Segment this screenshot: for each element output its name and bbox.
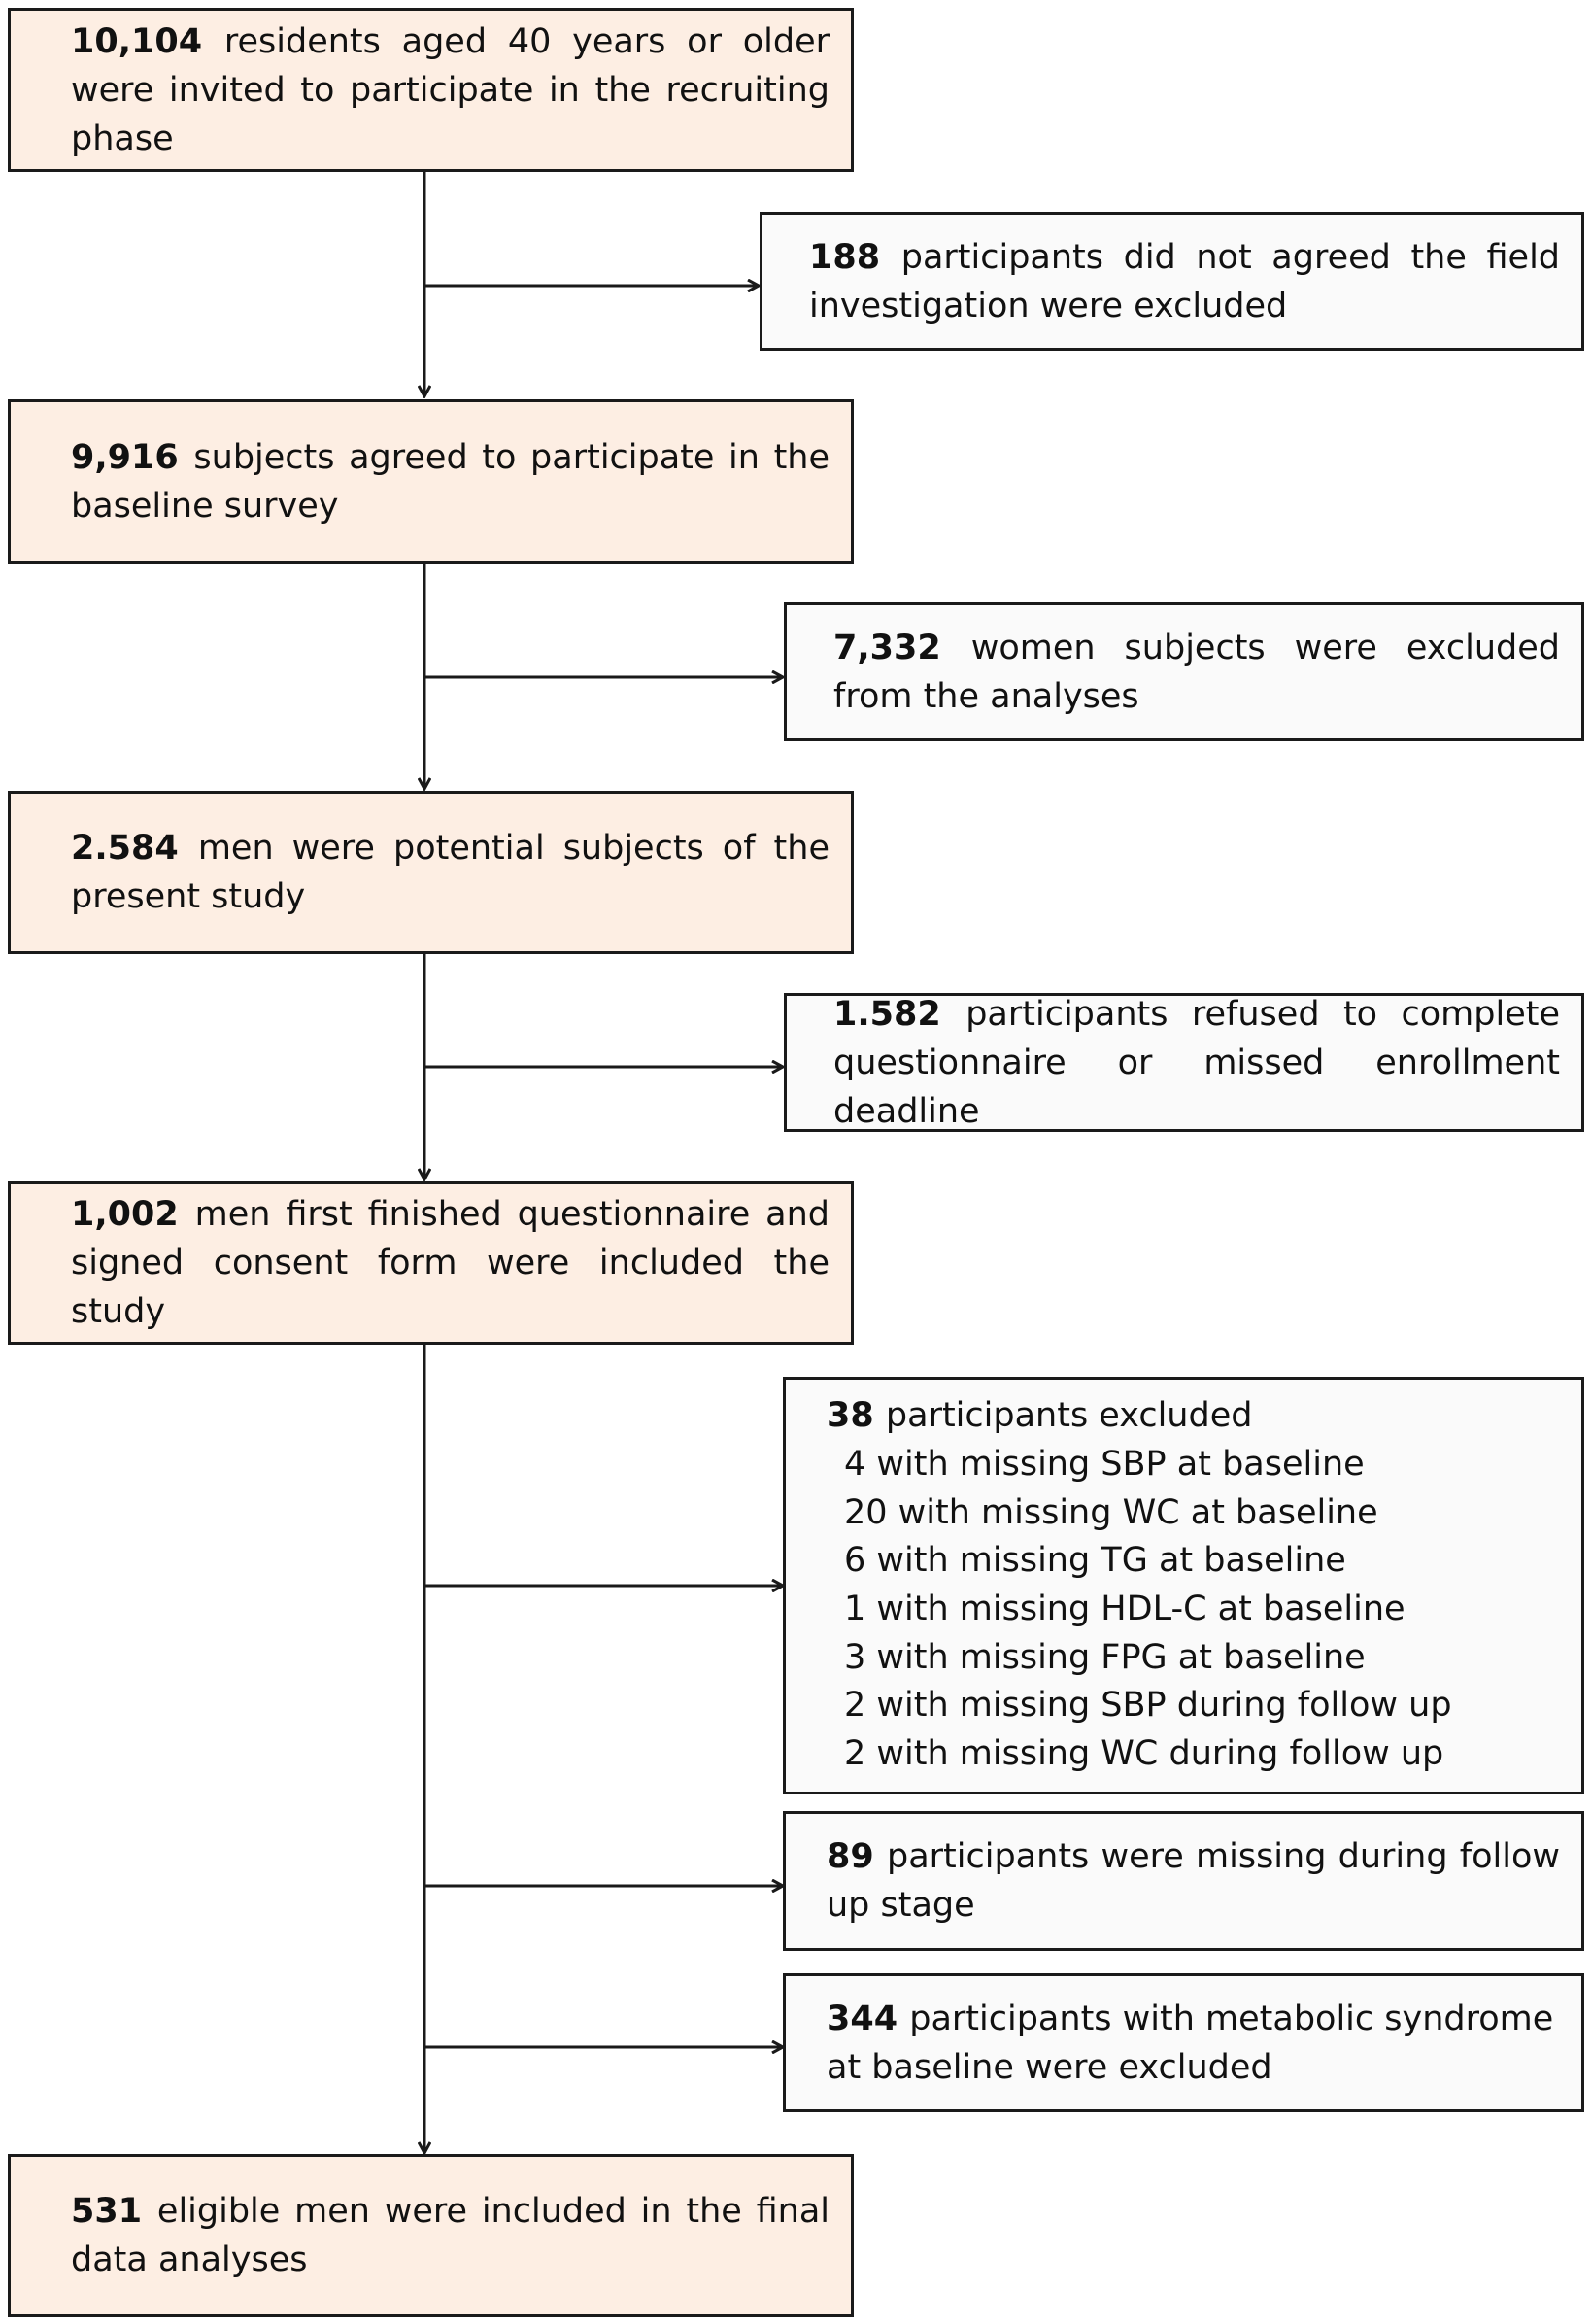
text-final-analyses: eligible men were included in the final …	[71, 2192, 830, 2279]
list-item: 4 with missing SBP at baseline	[844, 1444, 1365, 1484]
text-potential-men: men were potential subjects of the prese…	[71, 829, 830, 916]
text-excluded-women: women subjects were excluded from the an…	[833, 628, 1561, 716]
text-excluded-missing: participants excluded	[885, 1396, 1253, 1436]
list-item: 2 with missing SBP during follow up	[844, 1686, 1452, 1726]
count-potential-men: 2.584	[71, 829, 179, 868]
count-baseline: 9,916	[71, 437, 179, 477]
text-missing-followup: participants were missing during follow …	[827, 1837, 1560, 1925]
box-excluded-missing: 38 participants excluded 4 with missing S…	[783, 1377, 1584, 1794]
text-baseline: subjects agreed to participate in the ba…	[71, 437, 830, 526]
text-refused: participants refused to complete questio…	[833, 994, 1560, 1131]
list-item: 3 with missing FPG at baseline	[844, 1637, 1366, 1677]
count-excluded-missing: 38	[827, 1396, 874, 1436]
text-metabolic-syndrome: participants with metabolic syndrome at …	[827, 1999, 1554, 2087]
count-metabolic-syndrome: 344	[827, 1999, 898, 2038]
text-excluded-field: participants did not agreed the field in…	[809, 237, 1561, 325]
count-missing-followup: 89	[827, 1837, 874, 1876]
list-item: 1 with missing HDL-C at baseline	[844, 1589, 1406, 1628]
count-excluded-field: 188	[809, 237, 881, 277]
count-included: 1,002	[71, 1195, 179, 1234]
text-included: men first finished questionnaire and sig…	[71, 1195, 830, 1331]
count-recruited: 10,104	[71, 21, 203, 61]
text-recruited: residents aged 40 years or older were in…	[71, 21, 830, 158]
count-refused: 1.582	[833, 994, 941, 1034]
list-item: 20 with missing WC at baseline	[844, 1492, 1378, 1532]
count-final-analyses: 531	[71, 2192, 143, 2231]
count-excluded-women: 7,332	[833, 628, 941, 667]
list-item: 6 with missing TG at baseline	[844, 1541, 1346, 1581]
list-item: 2 with missing WC during follow up	[844, 1734, 1444, 1774]
